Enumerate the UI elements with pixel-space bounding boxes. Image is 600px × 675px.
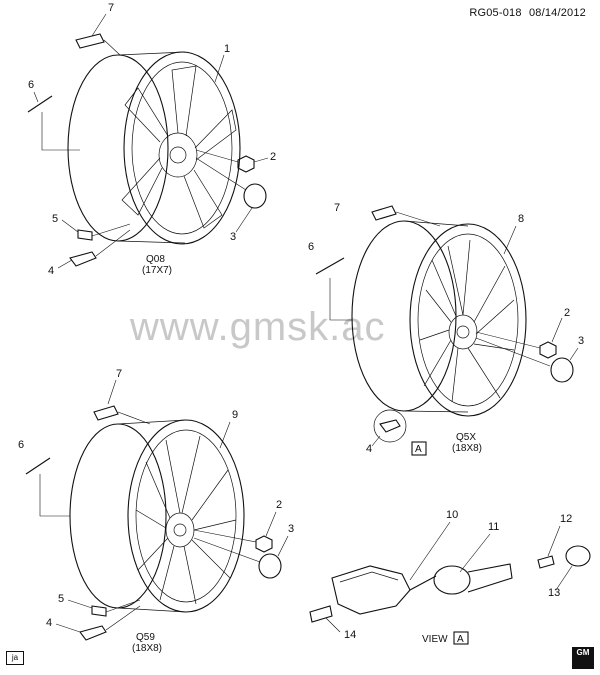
view-a-detail xyxy=(309,545,591,623)
view-label: VIEW xyxy=(422,634,448,645)
callout-10: 10 xyxy=(446,509,458,521)
callout-2b: 2 xyxy=(564,307,570,319)
callout-8: 8 xyxy=(518,213,524,225)
wheel-q5x xyxy=(315,205,574,456)
wheel-q5x-rpo: Q5X xyxy=(456,432,476,443)
wheel-q59-rpo: Q59 xyxy=(136,632,155,643)
diagram-date: 08/14/2012 xyxy=(528,7,586,19)
callout-7a: 7 xyxy=(108,2,114,14)
callout-3b: 3 xyxy=(578,335,584,347)
wheel-q08 xyxy=(27,33,267,267)
tpms-sensor-2 xyxy=(379,419,401,433)
balance-weight-adhesive-2 xyxy=(315,257,345,275)
wheel-q59-size: (18X8) xyxy=(132,643,162,654)
view-label-box-text: A xyxy=(457,634,464,645)
callout-3c: 3 xyxy=(288,523,294,535)
callout-1: 1 xyxy=(224,43,230,55)
gm-logo-text: GM xyxy=(576,648,590,657)
callout-5c: 5 xyxy=(58,593,64,605)
tpms-sensor-3 xyxy=(79,625,107,641)
center-cap-3 xyxy=(258,553,282,579)
callout-7c: 7 xyxy=(116,368,122,380)
wheel-q5x-size: (18X8) xyxy=(452,443,482,454)
tpms-valve-core xyxy=(537,555,555,569)
view-label-box xyxy=(453,631,469,645)
callout-11: 11 xyxy=(488,521,499,533)
balance-weight-adhesive-3 xyxy=(25,457,51,475)
diagram-code: RG05-018 xyxy=(469,7,522,19)
valve-stem-3 xyxy=(91,605,107,617)
balance-weight-clip-1 xyxy=(75,33,105,49)
callout-2a: 2 xyxy=(270,151,276,163)
diagram-header: RG05-018 08/14/2012 xyxy=(465,7,586,19)
callout-7b: 7 xyxy=(334,202,340,214)
view-a-circle xyxy=(373,409,407,443)
tpms-valve-nut xyxy=(433,565,471,595)
footer-tag: ja xyxy=(6,651,24,665)
wheel-q08-hub xyxy=(158,132,198,178)
wheel-q59 xyxy=(25,405,282,641)
center-cap-2 xyxy=(550,357,574,383)
wheel-nut-2 xyxy=(539,341,557,359)
callout-6c: 6 xyxy=(18,439,24,451)
balance-weight-clip-2 xyxy=(371,205,397,221)
callout-13: 13 xyxy=(548,587,560,599)
callout-4b: 4 xyxy=(366,443,372,455)
gm-logo: GM xyxy=(572,647,594,669)
wheel-nut-1 xyxy=(237,155,255,173)
callout-6b: 6 xyxy=(308,241,314,253)
watermark: www.gmsk.ac xyxy=(129,305,386,349)
callout-4c: 4 xyxy=(46,617,52,629)
callout-2c: 2 xyxy=(276,499,282,511)
tpms-screw xyxy=(309,605,333,623)
callout-6a: 6 xyxy=(28,79,34,91)
wheel-nut-3 xyxy=(255,535,273,553)
tpms-valve-stem xyxy=(467,563,513,593)
view-ref-box xyxy=(411,441,427,456)
callout-4a: 4 xyxy=(48,265,54,277)
tpms-sensor-1 xyxy=(69,251,97,267)
callout-14: 14 xyxy=(344,629,356,641)
wheel-q08-size: (17X7) xyxy=(142,265,172,276)
balance-weight-clip-3 xyxy=(93,405,119,421)
callout-3a: 3 xyxy=(230,231,236,243)
tpms-valve-cap xyxy=(565,545,591,567)
tpms-sensor-module xyxy=(331,565,411,615)
callout-12: 12 xyxy=(560,513,572,525)
callout-9: 9 xyxy=(232,409,238,421)
center-cap-1 xyxy=(243,183,267,209)
callout-5a: 5 xyxy=(52,213,58,225)
wheel-q08-rpo: Q08 xyxy=(146,254,165,265)
wheel-q08-rim-back xyxy=(67,54,169,242)
valve-stem-1 xyxy=(77,229,93,241)
balance-weight-adhesive-1 xyxy=(27,95,53,113)
wheel-q08-rim-front xyxy=(123,51,241,245)
view-ref-box-label: A xyxy=(415,444,422,455)
